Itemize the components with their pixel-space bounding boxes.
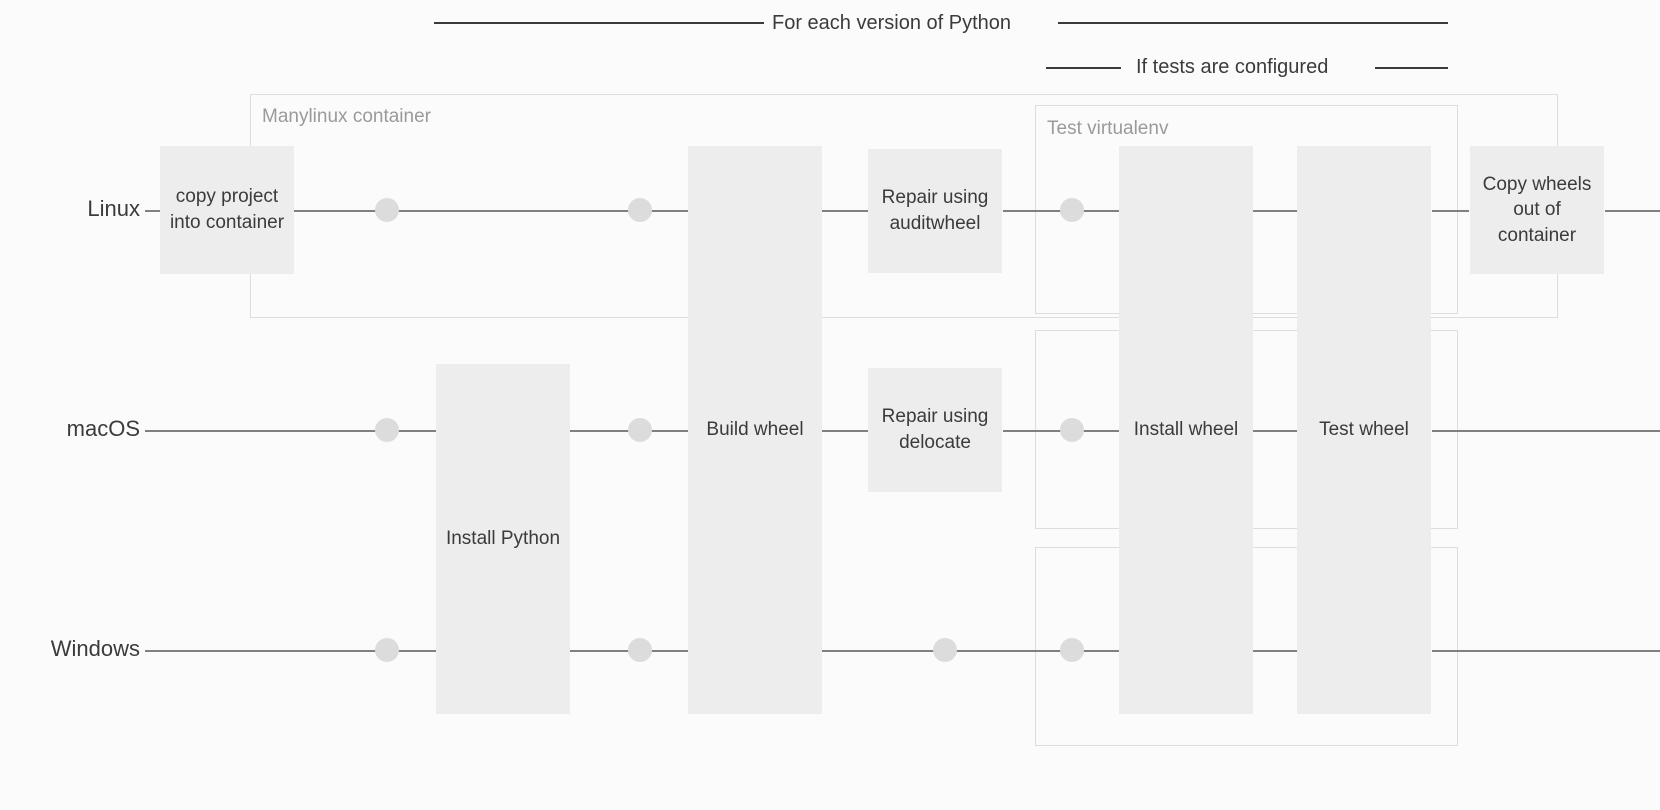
frame-title-test-virtualenv: Test virtualenv [1043,119,1173,138]
bracket-label-for-each-version-of-python: For each version of Python [772,12,1012,34]
step-label-install-python: Install Python [445,528,561,550]
junction-dot-macos-3 [1060,418,1084,442]
rail-windows-test-to-edge [1432,650,1660,652]
rail-linux-install-to-test [1253,210,1297,212]
rail-linux-copyout-to-edge [1605,210,1660,212]
bracket-rule-python-left [434,22,764,24]
row-label-linux: Linux [87,196,140,221]
junction-dot-windows-4 [1060,638,1084,662]
rail-linux-copy-to-build [294,210,688,212]
step-label-install-wheel: Install wheel [1133,419,1239,441]
step-install-python: Install Python [436,364,570,714]
junction-dot-linux-1 [375,198,399,222]
junction-dot-linux-3 [1060,198,1084,222]
row-label-windows: Windows [50,636,140,661]
rail-macos-install-to-test [1253,430,1297,432]
step-copy-wheels-out-of-container: Copy wheels out of container [1470,146,1604,274]
rail-macos-build-to-repair [822,430,868,432]
step-repair-using-auditwheel: Repair using auditwheel [868,149,1002,273]
step-test-wheel: Test wheel [1297,146,1431,714]
junction-dot-windows-3 [933,638,957,662]
rail-macos-test-to-edge [1432,430,1660,432]
junction-dot-windows-2 [628,638,652,662]
rail-macos-label-to-installpython [145,430,436,432]
bracket-rule-tests-right [1375,67,1448,69]
bracket-rule-python-right [1058,22,1448,24]
bracket-label-if-tests-are-configured: If tests are configured [1136,56,1329,78]
step-label-test-wheel: Test wheel [1319,419,1409,441]
bracket-rule-tests-left [1046,67,1121,69]
rail-windows-build-to-install [822,650,1119,652]
step-label-copy-project-into-container: copy project into container [169,186,285,233]
junction-dot-macos-1 [375,418,399,442]
rail-linux-test-to-copyout [1432,210,1469,212]
row-label-macos: macOS [66,416,140,441]
step-label-build-wheel: Build wheel [706,419,804,441]
step-label-repair-using-auditwheel: Repair using auditwheel [881,187,989,234]
rail-windows-install-to-test [1253,650,1297,652]
rail-linux-build-to-repair [822,210,868,212]
step-build-wheel: Build wheel [688,146,822,714]
step-repair-using-delocate: Repair using delocate [868,368,1002,492]
step-install-wheel: Install wheel [1119,146,1253,714]
frame-title-manylinux-container: Manylinux container [258,107,435,126]
junction-dot-linux-2 [628,198,652,222]
step-label-repair-using-delocate: Repair using delocate [881,406,989,453]
step-copy-project-into-container: copy project into container [160,146,294,274]
rail-linux-label-to-copy [145,210,162,212]
rail-windows-label-to-installpython [145,650,436,652]
junction-dot-windows-1 [375,638,399,662]
step-label-copy-wheels-out-of-container: Copy wheels out of container [1482,173,1592,246]
junction-dot-macos-2 [628,418,652,442]
